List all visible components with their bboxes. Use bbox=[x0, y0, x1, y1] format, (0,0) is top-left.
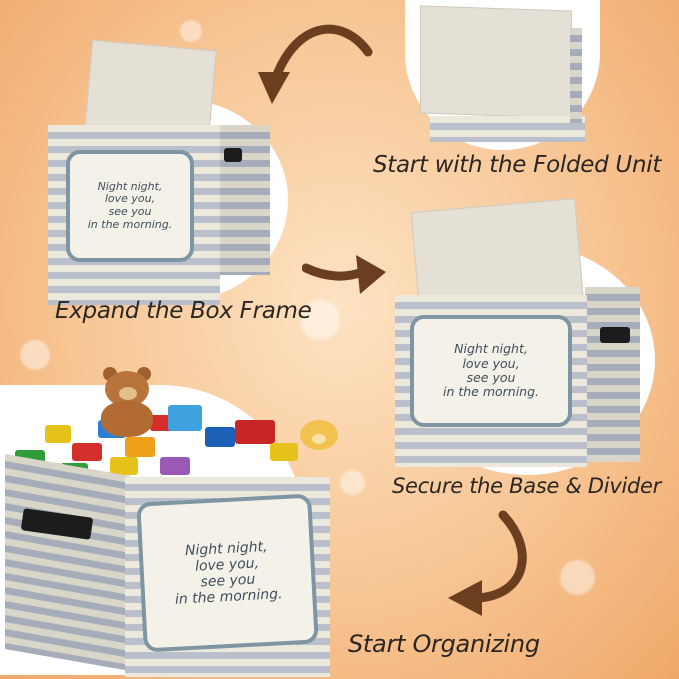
panel-line4: in the morning. bbox=[174, 586, 283, 608]
box-handle bbox=[224, 148, 242, 162]
toy-block bbox=[205, 427, 235, 447]
panel-line4: in the morning. bbox=[87, 217, 173, 231]
curved-arrow-icon bbox=[448, 510, 527, 616]
toy-block bbox=[235, 420, 275, 444]
folded-box bbox=[420, 5, 585, 143]
toy-block bbox=[270, 443, 298, 461]
panel-line2: love you, bbox=[104, 192, 156, 206]
caption-step3: Secure the Base & Divider bbox=[392, 474, 661, 498]
filled-panel: Night night, love you, see you in the mo… bbox=[136, 493, 319, 653]
panel-line2: love you, bbox=[462, 355, 520, 371]
bokeh-light bbox=[560, 560, 595, 595]
panel-line4: in the morning. bbox=[442, 384, 540, 400]
secured-panel: Night night, love you, see you in the mo… bbox=[410, 315, 572, 427]
panel-line1: Night night, bbox=[97, 179, 163, 193]
right-arrow-icon bbox=[302, 255, 386, 294]
filled-side bbox=[5, 453, 130, 672]
filled-box: Night night, love you, see you in the mo… bbox=[0, 365, 340, 679]
toy-block bbox=[160, 457, 190, 475]
bokeh-light bbox=[300, 300, 340, 340]
toy-block bbox=[110, 457, 138, 475]
caption-step4: Start Organizing bbox=[348, 630, 540, 658]
toy-block bbox=[45, 425, 71, 443]
secured-side bbox=[585, 287, 640, 462]
toy-block bbox=[72, 443, 102, 461]
bokeh-light bbox=[180, 20, 202, 42]
panel-line3: see you bbox=[108, 205, 152, 218]
teddy-bear-icon bbox=[300, 420, 338, 454]
caption-step1: Start with the Folded Unit bbox=[373, 152, 662, 178]
caption-step2: Expand the Box Frame bbox=[55, 298, 312, 324]
curved-arrow-icon bbox=[258, 24, 373, 104]
folded-side bbox=[570, 28, 582, 123]
secured-box: Night night, love you, see you in the mo… bbox=[395, 195, 645, 470]
toy-block bbox=[168, 405, 202, 431]
toy-block bbox=[125, 437, 155, 457]
folded-base bbox=[430, 116, 585, 142]
panel-line1: Night night, bbox=[454, 341, 528, 357]
folded-lid bbox=[420, 5, 572, 119]
bokeh-light bbox=[20, 340, 50, 370]
teddy-bear-icon bbox=[95, 367, 165, 437]
box-handle bbox=[600, 327, 630, 343]
bokeh-light bbox=[340, 470, 365, 495]
expanding-box: Night night, love you, see you in the mo… bbox=[48, 39, 278, 305]
panel-line3: see you bbox=[466, 370, 516, 385]
expanding-panel: Night night, love you, see you in the mo… bbox=[66, 150, 194, 262]
